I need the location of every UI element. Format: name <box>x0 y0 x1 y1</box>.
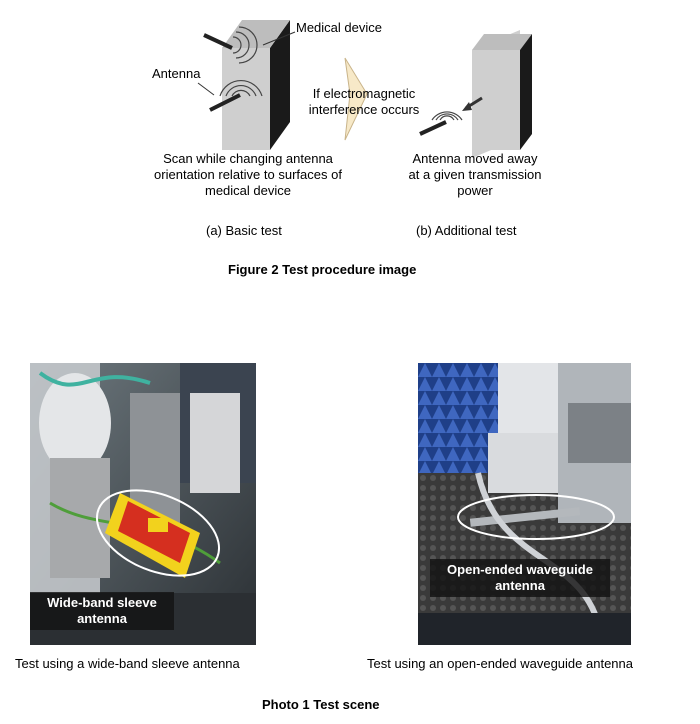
antenna-icon-top <box>203 26 258 64</box>
overlay-right-line2: antenna <box>495 578 545 593</box>
label-moved-line2: at a given transmission <box>408 167 542 182</box>
label-scan-procedure: Scan while changing antenna orientation … <box>148 151 348 199</box>
label-antenna-moved: Antenna moved away at a given transmissi… <box>400 151 550 199</box>
overlay-right-line1: Open-ended waveguide <box>447 562 593 577</box>
overlay-label-open-ended-waveguide: Open-ended waveguide antenna <box>430 559 610 597</box>
photo-open-ended-waveguide-antenna <box>418 363 631 645</box>
label-scan-line1: Scan while changing antenna <box>163 151 333 166</box>
overlay-left-line2: antenna <box>77 611 127 626</box>
medical-device-block-a <box>222 20 290 150</box>
label-medical-device: Medical device <box>296 20 382 35</box>
label-emi: If electromagnetic interference occurs <box>300 86 428 118</box>
overlay-label-wide-band-sleeve: Wide-band sleeve antenna <box>30 592 174 630</box>
label-moved-line1: Antenna moved away <box>412 151 538 166</box>
medical-device-block-b <box>472 30 532 158</box>
photo-1-title: Photo 1 Test scene <box>262 697 380 712</box>
antenna-icon-middle <box>209 80 263 112</box>
label-moved-line3: power <box>457 183 493 198</box>
label-scan-line3: medical device <box>205 183 291 198</box>
photo-right-illustration <box>418 363 631 645</box>
move-away-arrow-icon <box>462 96 483 111</box>
label-emi-line2: interference occurs <box>308 102 420 117</box>
transition-arrow-shape <box>344 57 368 141</box>
overlay-left-line1: Wide-band sleeve <box>47 595 157 610</box>
subcaption-additional-test: (b) Additional test <box>416 223 517 238</box>
caption-wide-band-sleeve: Test using a wide-band sleeve antenna <box>15 656 240 671</box>
label-antenna: Antenna <box>152 66 201 81</box>
label-scan-line2: orientation relative to surfaces of <box>154 167 342 182</box>
antenna-icon-moved <box>419 111 463 136</box>
figure-2-title: Figure 2 Test procedure image <box>228 262 417 277</box>
caption-open-ended-waveguide: Test using an open-ended waveguide anten… <box>367 656 633 671</box>
subcaption-basic-test: (a) Basic test <box>206 223 282 238</box>
label-emi-line1: If electromagnetic <box>312 86 416 101</box>
test-procedure-diagram <box>197 20 532 158</box>
